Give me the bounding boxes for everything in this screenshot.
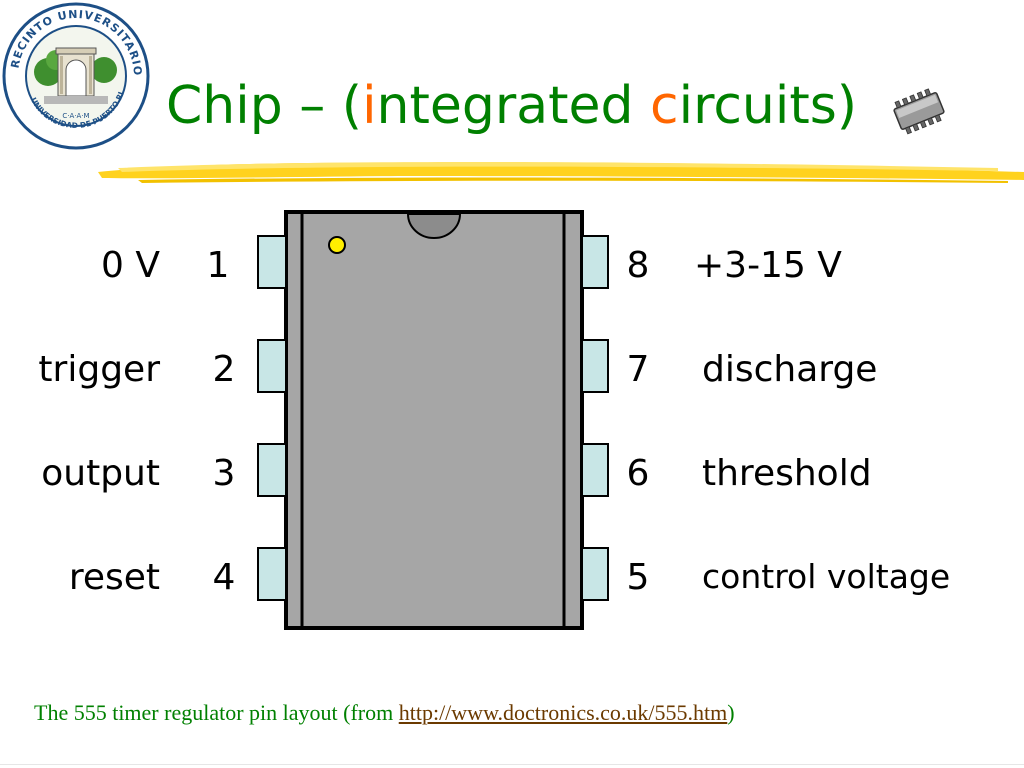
caption-prefix: The 555 timer regulator pin layout (from xyxy=(34,700,399,725)
footer-divider xyxy=(0,764,1024,765)
pin-2-number: 2 xyxy=(212,349,236,390)
pin-6 xyxy=(582,443,609,497)
pin-8-label: +3-15 V xyxy=(694,245,842,286)
pin-5 xyxy=(582,547,609,601)
pin-4-label: reset xyxy=(68,557,160,598)
pin-1-label: 0 V xyxy=(101,245,160,286)
pin-3-label: output xyxy=(41,453,160,494)
right-pins xyxy=(582,235,609,601)
pin-6-label: threshold xyxy=(702,453,872,494)
pin-2-label: trigger xyxy=(38,349,160,390)
source-link[interactable]: http://www.doctronics.co.uk/555.htm xyxy=(398,700,728,725)
pin-1 xyxy=(257,235,286,289)
diagram-caption: The 555 timer regulator pin layout (from… xyxy=(34,700,735,726)
pin-6-number: 6 xyxy=(626,453,650,494)
pin-3-number: 3 xyxy=(212,453,236,494)
pin-7-number: 7 xyxy=(626,349,650,390)
title-part-1: Chip – ( xyxy=(166,76,363,136)
pin-2 xyxy=(257,339,286,393)
pin-8-number: 8 xyxy=(626,245,650,286)
title-part-2: ntegrated xyxy=(376,76,651,136)
caption-suffix: ) xyxy=(727,700,735,725)
pin-4 xyxy=(257,547,286,601)
pin-4-number: 4 xyxy=(212,557,236,598)
slide-title: Chip – (integrated circuits) xyxy=(166,80,857,132)
title-underline-brush xyxy=(98,162,1024,183)
pin-7 xyxy=(582,339,609,393)
title-part-3: ircuits) xyxy=(678,76,858,136)
university-seal-logo: RECINTO UNIVERSITARIO DE MAYAGÜEZ UNIVER… xyxy=(0,0,152,152)
title-highlight-i: i xyxy=(362,76,377,136)
pin-1-number: 1 xyxy=(206,245,230,286)
pin-3 xyxy=(257,443,286,497)
ic-555-chip-diagram xyxy=(284,210,584,630)
pin-8 xyxy=(582,235,609,289)
title-highlight-c: c xyxy=(650,76,679,136)
left-pins xyxy=(257,235,286,601)
svg-text:C·A·A·M: C·A·A·M xyxy=(62,112,89,120)
pin-5-label: control voltage xyxy=(702,557,951,596)
chip-icon xyxy=(893,88,945,135)
pin-7-label: discharge xyxy=(702,349,878,390)
pin-5-number: 5 xyxy=(626,557,650,598)
